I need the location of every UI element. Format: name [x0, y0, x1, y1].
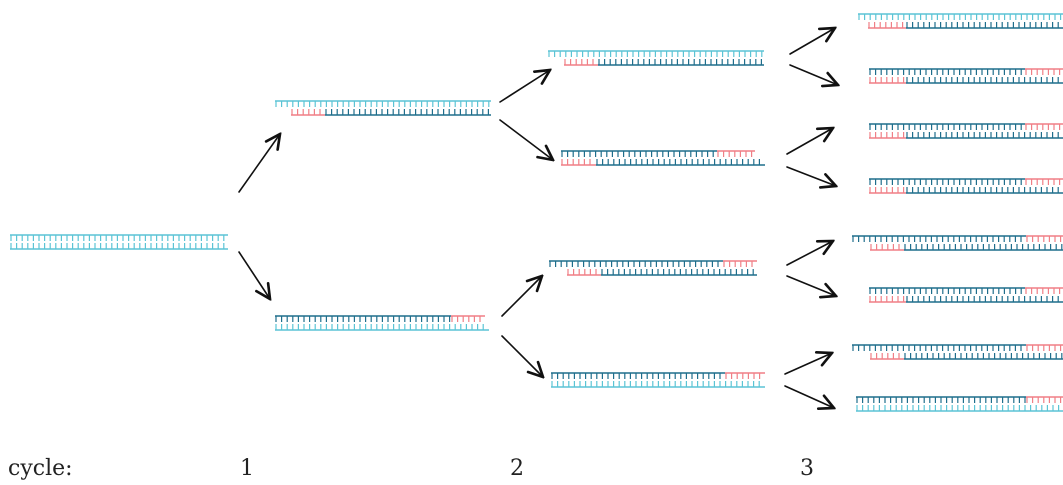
dna-duplex-c2-b	[561, 150, 765, 166]
arrow-c3-5	[786, 241, 833, 266]
arrows	[238, 28, 838, 408]
arrow-c2-4	[501, 335, 543, 377]
dna-duplex-c1-b	[275, 315, 489, 331]
dna-molecules	[10, 13, 1063, 412]
dna-duplex-c3-1	[858, 13, 1063, 29]
dna-duplex-c3-2	[869, 68, 1063, 84]
cycle-label: cycle:	[8, 456, 73, 481]
dna-duplex-c3-3	[869, 123, 1063, 139]
dna-duplex-c3-4	[869, 178, 1063, 194]
arrow-c3-6	[786, 275, 836, 296]
arrow-c3-3	[786, 128, 833, 155]
arrow-c3-1	[789, 28, 835, 55]
cycle-number-2: 2	[510, 456, 524, 481]
dna-duplex-c3-5	[852, 235, 1063, 251]
cycle-number-3: 3	[800, 456, 814, 481]
dna-duplex-c2-d	[551, 372, 765, 388]
arrow-c2-3	[501, 276, 542, 317]
arrow-c2-1	[499, 70, 550, 103]
arrow-c1-down	[238, 251, 270, 299]
dna-duplex-start	[10, 234, 228, 250]
dna-duplex-c2-c	[549, 260, 757, 276]
dna-duplex-c2-a	[548, 50, 764, 66]
dna-duplex-c3-6	[869, 287, 1063, 303]
dna-duplex-c3-8	[856, 396, 1063, 412]
cycle-number-1: 1	[240, 456, 254, 481]
arrow-c3-7	[784, 353, 832, 375]
arrow-c2-2	[499, 119, 553, 160]
arrow-c3-2	[789, 64, 838, 85]
arrow-c1-up	[238, 134, 280, 193]
arrow-c3-8	[784, 385, 834, 408]
dna-duplex-c3-7	[852, 344, 1063, 360]
arrow-c3-4	[786, 166, 836, 186]
dna-duplex-c1-a	[275, 100, 491, 116]
